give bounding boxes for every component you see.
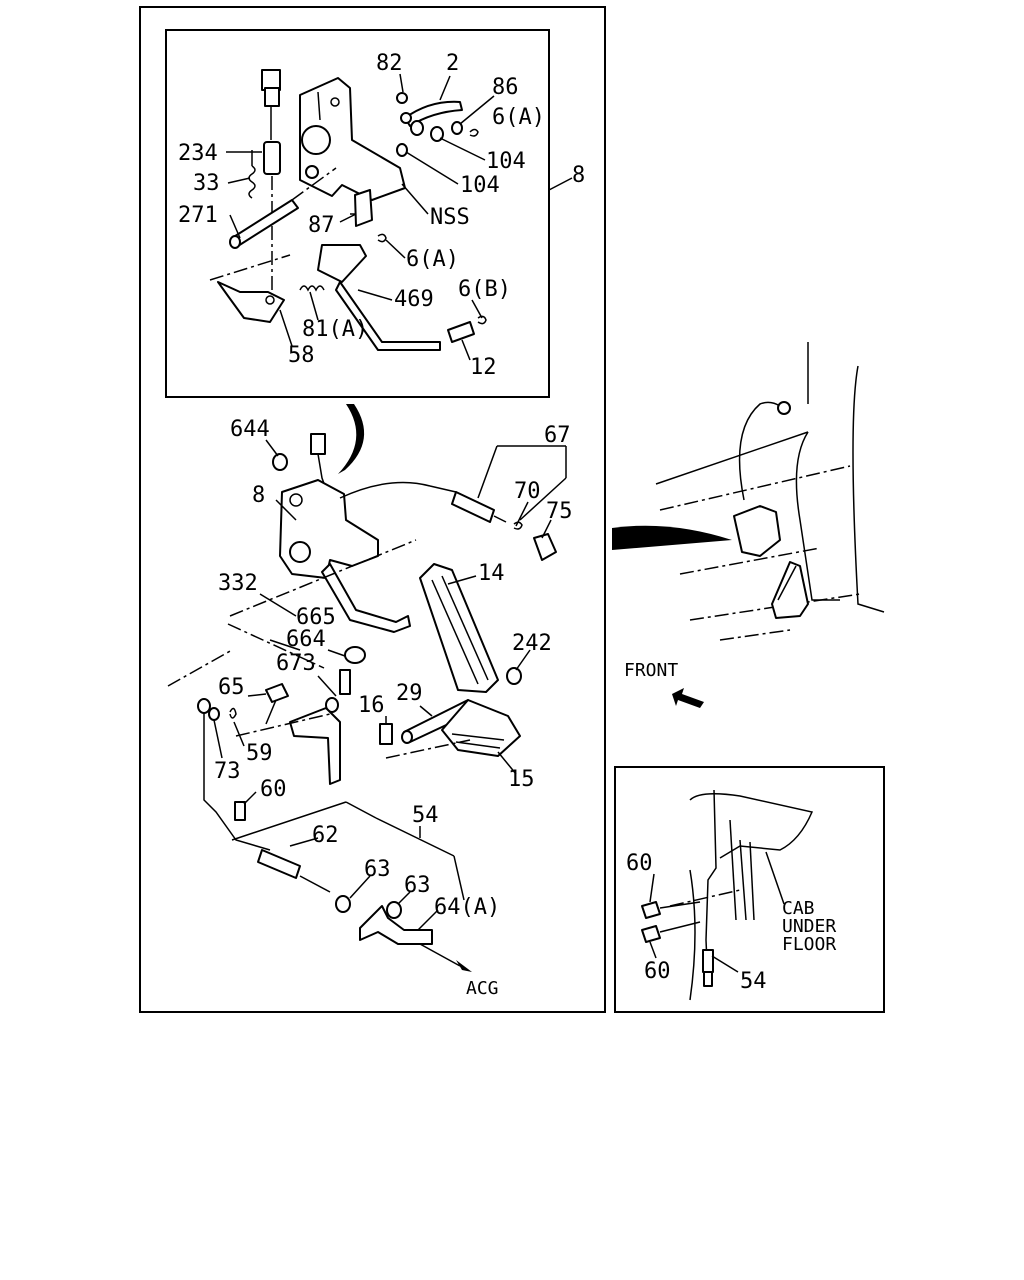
label-242: 242 [512, 631, 552, 656]
label-2: 2 [446, 51, 459, 76]
label-81a: 81(A) [302, 317, 368, 342]
callout-sweep-arrow [338, 404, 365, 474]
label-front: FRONT [624, 660, 678, 681]
label-under: UNDER [782, 916, 836, 937]
cab-under-floor-detail [641, 789, 814, 1001]
acg-arrow [419, 943, 461, 967]
label-60-detail-1: 60 [626, 851, 653, 876]
label-6a-mid: 6(A) [406, 247, 459, 272]
label-acg: ACG [466, 978, 499, 999]
label-67: 67 [544, 423, 571, 448]
vehicle-location-view [612, 342, 885, 708]
label-469: 469 [394, 287, 434, 312]
label-63-b: 63 [404, 873, 431, 898]
label-104-a: 104 [486, 149, 526, 174]
label-60-main: 60 [260, 777, 287, 802]
label-104-b: 104 [460, 173, 500, 198]
pedal-bracket-exploded-view [209, 69, 487, 351]
label-673: 673 [276, 651, 316, 676]
label-664: 664 [286, 627, 326, 652]
detail-leader-lines [649, 851, 785, 973]
label-33: 33 [193, 171, 220, 196]
label-62: 62 [312, 823, 339, 848]
main-frame [139, 6, 606, 1013]
label-59: 59 [246, 741, 273, 766]
label-234: 234 [178, 141, 218, 166]
pedal-assembly-inset-frame [165, 29, 550, 398]
label-665: 665 [296, 605, 336, 630]
front-arrow [672, 688, 704, 708]
label-332: 332 [218, 571, 258, 596]
label-65: 65 [218, 675, 245, 700]
label-29: 29 [396, 681, 423, 706]
label-644: 644 [230, 417, 270, 442]
label-6a-top: 6(A) [492, 105, 545, 130]
acg-arrowhead [456, 960, 472, 972]
label-8-side: 8 [572, 163, 585, 188]
callout-labels: 82 2 86 6(A) 234 104 104 33 8 271 87 NSS… [178, 51, 836, 999]
label-cab: CAB [782, 898, 815, 919]
cab-under-floor-inset-frame [614, 766, 885, 1013]
label-floor: FLOOR [782, 934, 836, 955]
label-14: 14 [478, 561, 505, 586]
label-75: 75 [546, 499, 573, 524]
label-60-detail-2: 60 [644, 959, 671, 984]
top-inset-leader-lines [226, 73, 573, 361]
label-87: 87 [308, 213, 335, 238]
label-nss: NSS [430, 205, 470, 230]
label-58: 58 [288, 343, 315, 368]
location-pointer-arrow [612, 525, 732, 550]
label-54-main: 54 [412, 803, 439, 828]
label-15: 15 [508, 767, 535, 792]
label-6b: 6(B) [458, 277, 511, 302]
label-271: 271 [178, 203, 218, 228]
label-82: 82 [376, 51, 403, 76]
label-12: 12 [470, 355, 497, 380]
label-54-detail: 54 [740, 969, 767, 994]
label-73: 73 [214, 759, 241, 784]
label-16: 16 [358, 693, 385, 718]
label-63-a: 63 [364, 857, 391, 882]
label-64a: 64(A) [434, 895, 500, 920]
pedal-main-assembly [167, 433, 557, 945]
main-leader-lines [213, 439, 567, 972]
label-8-main: 8 [252, 483, 265, 508]
label-70: 70 [514, 479, 541, 504]
label-86: 86 [492, 75, 519, 100]
